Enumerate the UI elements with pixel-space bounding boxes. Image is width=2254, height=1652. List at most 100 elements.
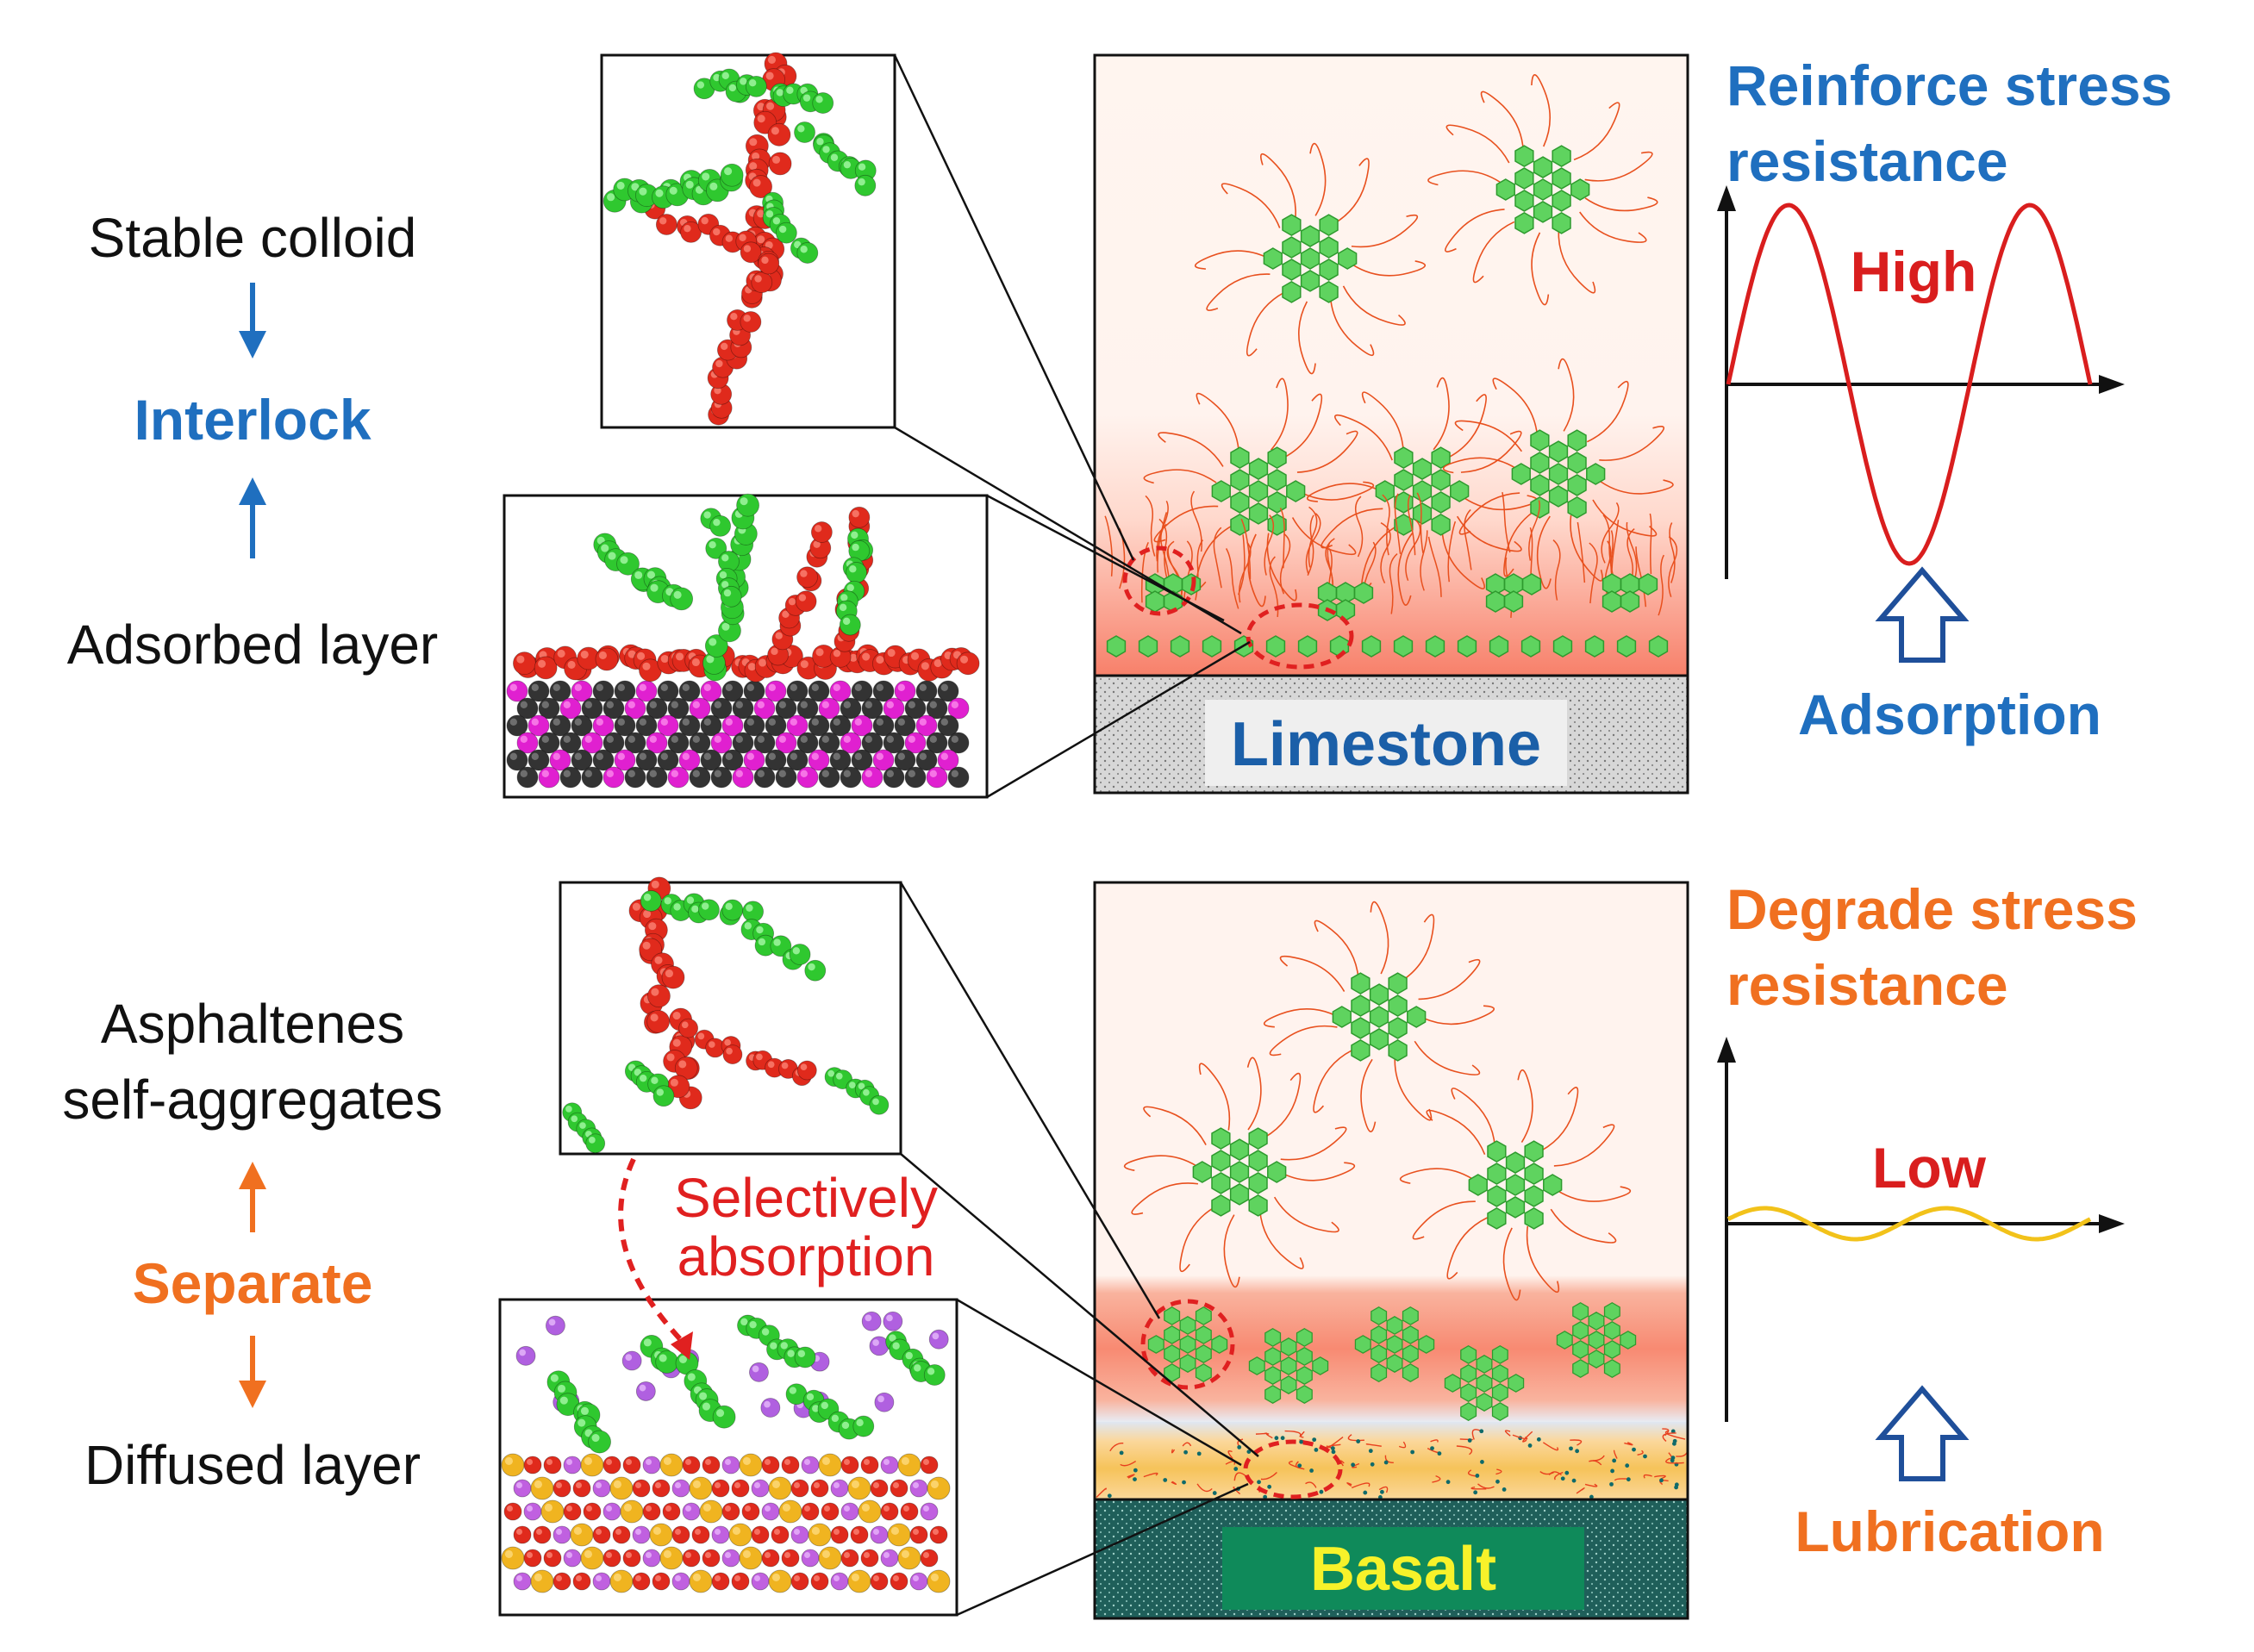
- asphaltene-micelles: [1096, 901, 1689, 1499]
- aromatic-ring: [1572, 1302, 1589, 1321]
- atom: [847, 1569, 871, 1593]
- atom-highlight: [709, 638, 717, 646]
- resin-chain: [1504, 1430, 1511, 1437]
- atom: [869, 1094, 890, 1115]
- atom-highlight: [771, 1573, 780, 1581]
- resin-tail: [1456, 515, 1522, 552]
- atom-highlight: [865, 735, 872, 743]
- atom-highlight: [770, 1342, 777, 1350]
- atom-highlight: [873, 1529, 879, 1535]
- atom: [860, 1456, 879, 1474]
- aromatic-ring: [1280, 1356, 1297, 1375]
- atom-highlight: [725, 902, 733, 910]
- atom: [810, 1479, 829, 1498]
- atom-highlight: [651, 988, 659, 996]
- aromatic-ring: [1353, 582, 1374, 604]
- atom-highlight: [908, 770, 916, 777]
- oil-molecule-dot: [1182, 1480, 1186, 1485]
- resin-tail: [1526, 1225, 1560, 1294]
- atom: [513, 1572, 532, 1591]
- resin-chain: [1326, 1436, 1344, 1449]
- resin-chain: [1512, 1434, 1528, 1440]
- resin-tail: [1573, 102, 1620, 161]
- atom-highlight: [516, 655, 525, 664]
- atom-highlight: [784, 1459, 790, 1465]
- resin-tail: [1179, 1206, 1215, 1273]
- resin-tail: [1309, 142, 1327, 216]
- atom: [927, 1569, 951, 1593]
- oil-molecule-dot: [1363, 1490, 1368, 1495]
- aromatic-ring: [1181, 573, 1202, 595]
- atom: [781, 1549, 800, 1568]
- atom-highlight: [715, 1482, 721, 1488]
- aromatic-ring: [1263, 247, 1283, 270]
- asphaltene-micelle: [1427, 74, 1658, 306]
- resin-chain: [1398, 1441, 1407, 1449]
- atom: [920, 1549, 939, 1568]
- atom-highlight: [821, 735, 829, 743]
- atom-highlight: [752, 1365, 759, 1373]
- resin-chain: [1109, 1443, 1124, 1452]
- atom-highlight: [813, 540, 821, 548]
- aromatic-ring: [1588, 1350, 1605, 1368]
- atom-highlight: [721, 554, 729, 562]
- aromatic-ring: [1418, 1335, 1435, 1354]
- aromatic-ring: [1267, 469, 1287, 491]
- atom-highlight: [757, 770, 765, 777]
- atom-highlight: [546, 1459, 553, 1465]
- aromatic-ring: [1648, 635, 1669, 658]
- aromatic-ring: [1192, 1161, 1212, 1183]
- atom: [513, 651, 536, 676]
- atom-highlight: [794, 1575, 800, 1581]
- atom: [810, 1572, 829, 1591]
- separate-label: Separate: [133, 1251, 373, 1315]
- atom-highlight: [684, 224, 691, 233]
- atom: [778, 1499, 802, 1524]
- atom-highlight: [650, 1013, 659, 1022]
- atom-highlight: [863, 1088, 870, 1096]
- atom-highlight: [757, 735, 765, 743]
- atom-highlight: [527, 1506, 533, 1512]
- high-stress-wave-chart: [1717, 185, 2125, 579]
- atom: [883, 766, 905, 789]
- atom-highlight: [553, 752, 560, 760]
- resin-tail: [1140, 542, 1149, 603]
- atom: [900, 1502, 919, 1521]
- resin-tail: [1447, 521, 1457, 583]
- atom: [553, 1525, 571, 1544]
- atom: [592, 1479, 611, 1498]
- atom-highlight: [626, 1459, 632, 1465]
- atom-highlight: [873, 1482, 879, 1488]
- atom-highlight: [933, 1529, 939, 1535]
- atom-highlight: [742, 1456, 751, 1465]
- atom-highlight: [678, 1060, 687, 1069]
- atom: [689, 766, 711, 789]
- atom-highlight: [778, 735, 786, 743]
- aromatic-ring: [1572, 1340, 1589, 1359]
- oil-molecule-dot: [1612, 1458, 1617, 1463]
- aromatic-ring: [1620, 590, 1640, 613]
- atom-highlight: [758, 938, 766, 946]
- atom: [731, 1572, 750, 1591]
- atom-highlight: [876, 752, 883, 760]
- atom-highlight: [914, 1364, 921, 1372]
- atom-highlight: [746, 718, 754, 726]
- atom-highlight: [715, 1575, 721, 1581]
- atom-highlight: [617, 683, 625, 691]
- atom-highlight: [919, 752, 927, 760]
- aromatic-ring: [1505, 1151, 1526, 1174]
- atom-highlight: [705, 1459, 711, 1465]
- oil-molecule-dot: [1445, 1480, 1451, 1485]
- atom-highlight: [691, 905, 699, 913]
- aromatic-ring: [1386, 1354, 1403, 1373]
- atom-highlight: [726, 1047, 733, 1055]
- aromatic-ring: [1394, 469, 1414, 491]
- basalt-schematic-panel: Basalt: [1093, 881, 1689, 1620]
- resin-tail: [1584, 151, 1653, 182]
- aromatic-ring: [1431, 514, 1451, 536]
- aromatic-ring: [1319, 281, 1339, 303]
- atom-highlight: [786, 86, 794, 94]
- aromatic-ring: [1138, 635, 1158, 658]
- aromatic-ring: [1402, 1363, 1419, 1382]
- oil-molecule-dot: [1107, 1493, 1112, 1499]
